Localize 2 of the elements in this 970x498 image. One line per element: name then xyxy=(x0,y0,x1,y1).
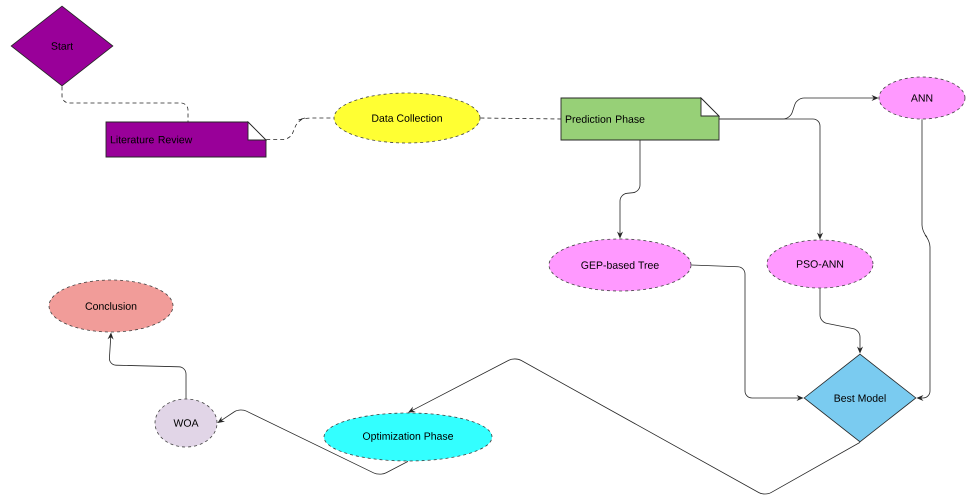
connector-line xyxy=(480,118,562,120)
connector-line xyxy=(62,86,188,122)
